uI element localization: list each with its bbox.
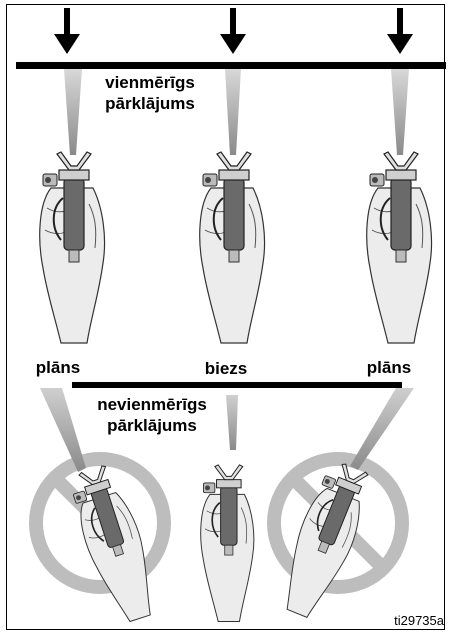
spray-cone-bottom-right — [350, 388, 414, 470]
caption-even-line2: pārklājums — [90, 93, 210, 114]
spray-gun-hand-icon-left — [40, 152, 105, 343]
caption-uneven-line1: nevienmērīgs — [82, 394, 222, 415]
spray-cone-center — [225, 69, 241, 155]
spray-gun-hand-icon-right — [367, 152, 432, 343]
down-arrow-icon-right — [387, 8, 413, 54]
label-thin-right: plāns — [360, 357, 418, 378]
label-thick-center: biezs — [196, 358, 256, 379]
spray-cone-right — [391, 69, 409, 155]
spray-gun-hand-icon-center — [200, 152, 265, 343]
spray-cone-left — [64, 69, 82, 155]
figure-id: ti29735a — [394, 613, 444, 628]
spray-cone-bottom-left — [40, 388, 86, 472]
down-arrow-icon-center — [220, 8, 246, 54]
label-thin-left: plāns — [28, 357, 88, 378]
caption-even-line1: vienmērīgs — [90, 72, 210, 93]
caption-uneven-line2: pārklājums — [82, 415, 222, 436]
down-arrow-icon-left — [54, 8, 80, 54]
spray-gun-hand-icon-bottom-center — [201, 465, 254, 622]
spray-cone-bottom-center — [226, 395, 238, 450]
surface-line-middle — [72, 382, 402, 388]
surface-line-top — [16, 62, 446, 69]
